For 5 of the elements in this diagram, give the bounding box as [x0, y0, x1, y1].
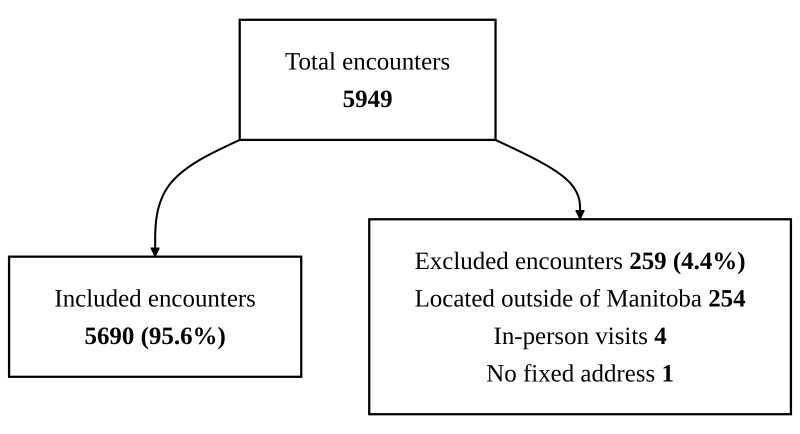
node-box: Total encounters 5949 — [238, 18, 497, 142]
arrow — [150, 138, 240, 258]
arrow — [495, 138, 586, 220]
node-box: Excluded encounters 259 (4.4%) Located outside of Manitoba 254 In-person visits 4 No fixed address 1 — [368, 218, 792, 416]
node-box: Included encounters 5690 (95.6%) — [8, 256, 302, 378]
